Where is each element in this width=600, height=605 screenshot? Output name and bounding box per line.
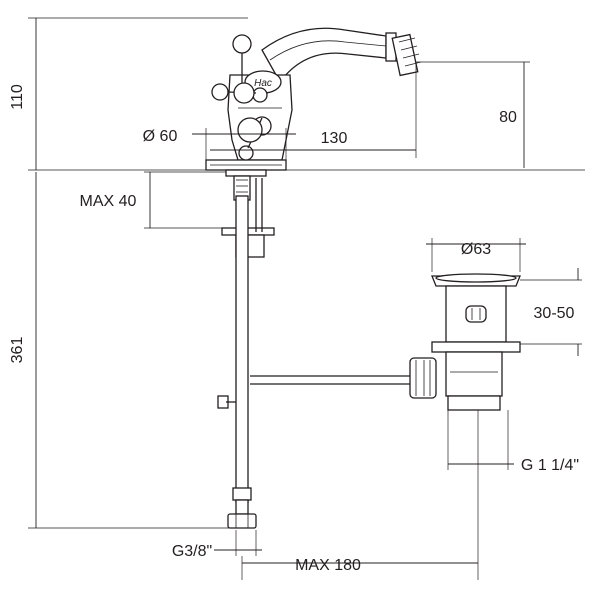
dim-110-label: 110 [9,84,26,110]
dim-max-thickness: MAX 40 [80,171,226,229]
popup-rod [217,375,410,409]
dim-total-height: 110 [9,17,585,171]
front-cross-handle [237,116,272,161]
dim-hose-length: 361 [9,172,236,529]
dim-spout-reach: 130 [210,64,417,158]
spout-nozzle [391,33,422,77]
left-cross-handle [211,34,268,104]
dim-max-offset: MAX 180 [241,410,479,580]
dim-g114-label: G 1 1/4" [521,457,579,474]
handle-logo-text: Hac [254,78,272,89]
dim-max-40-label: MAX 40 [80,193,137,210]
dim-diam-60-label: Ø 60 [143,128,178,145]
dim-base-diameter: Ø 60 [143,128,296,168]
dim-waste-diameter: Ø63 [426,238,526,272]
dim-361-label: 361 [9,337,26,364]
dim-inlet-thread: G3/8" [172,530,262,560]
flexible-hose [227,195,257,529]
dim-diam-63-label: Ø63 [461,241,491,258]
dim-spout-height: 80 [416,61,530,168]
dim-130-label: 130 [321,130,348,147]
dim-g38-label: G3/8" [172,543,212,560]
dim-max-180-label: MAX 180 [295,557,361,574]
waste-assembly [409,273,521,411]
dim-80-label: 80 [499,109,517,126]
dim-30-50-label: 30-50 [534,305,575,322]
dim-waste-thickness: 30-50 [520,268,582,356]
dim-waste-thread: G 1 1/4" [447,410,579,474]
